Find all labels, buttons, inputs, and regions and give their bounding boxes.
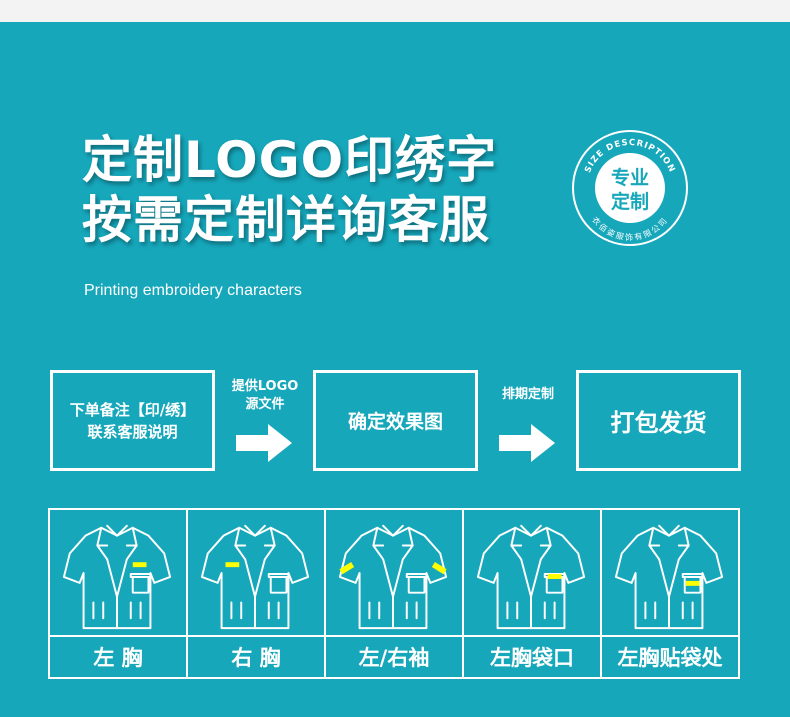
arrow-right-icon <box>236 424 292 462</box>
position-label: 右 胸 <box>188 635 324 677</box>
lab-coat-icon <box>200 524 310 630</box>
subtitle: Printing embroidery characters <box>84 282 302 299</box>
arrow-2-line-1: 排期定制 <box>501 387 554 402</box>
stamp-center-line-1: 专业 <box>611 166 649 189</box>
logo-mark-right-sleeve <box>339 561 355 575</box>
position-cell: 右 胸 <box>188 510 326 677</box>
logo-mark-patch-pocket <box>685 580 700 586</box>
step-1-line-2: 联系客服说明 <box>87 422 178 441</box>
stamp-center-line-2: 定制 <box>611 190 649 213</box>
step-order-note: 下单备注【印/绣】 联系客服说明 <box>50 370 215 471</box>
arrow-2-label: 排期定制 <box>478 386 578 404</box>
arrow-right-icon <box>499 424 555 462</box>
position-cell: 左胸贴袋处 <box>602 510 738 677</box>
title-line-2: 按需定制详询客服 <box>82 191 490 249</box>
position-label: 左/右袖 <box>326 635 462 677</box>
position-label: 左 胸 <box>50 635 186 677</box>
step-3-label: 打包发货 <box>610 409 707 437</box>
logo-mark-left-sleeve <box>431 561 447 575</box>
arrow-1-line-2: 源文件 <box>245 397 285 412</box>
arrow-1-line-1: 提供LOGO <box>231 379 299 394</box>
lab-coat-icon <box>476 524 586 630</box>
logo-position-grid: 左 胸 右 胸 左/右袖 左胸袋口 左胸贴袋处 <box>48 508 740 679</box>
step-confirm-proof: 确定效果图 <box>313 370 478 471</box>
lab-coat-icon <box>62 524 172 630</box>
step-2-label: 确定效果图 <box>347 411 443 433</box>
position-label: 左胸袋口 <box>464 635 600 677</box>
arrow-1-label: 提供LOGO 源文件 <box>215 378 315 414</box>
lab-coat-icon <box>338 524 448 630</box>
step-pack-ship: 打包发货 <box>576 370 741 471</box>
position-cell: 左胸袋口 <box>464 510 602 677</box>
stamp-seal: SIZE DESCRIPTION 衣佰姿服饰有限公司 专业 定制 <box>572 130 688 246</box>
position-label: 左胸贴袋处 <box>602 635 738 677</box>
position-cell: 左 胸 <box>50 510 188 677</box>
logo-mark-pocket-opening <box>547 574 562 579</box>
lab-coat-icon <box>614 524 724 630</box>
logo-mark-left-chest <box>132 562 147 568</box>
step-1-line-1: 下单备注【印/绣】 <box>69 400 196 419</box>
title-line-1: 定制LOGO印绣字 <box>82 131 498 189</box>
position-cell: 左/右袖 <box>326 510 464 677</box>
logo-mark-right-chest <box>225 562 240 568</box>
